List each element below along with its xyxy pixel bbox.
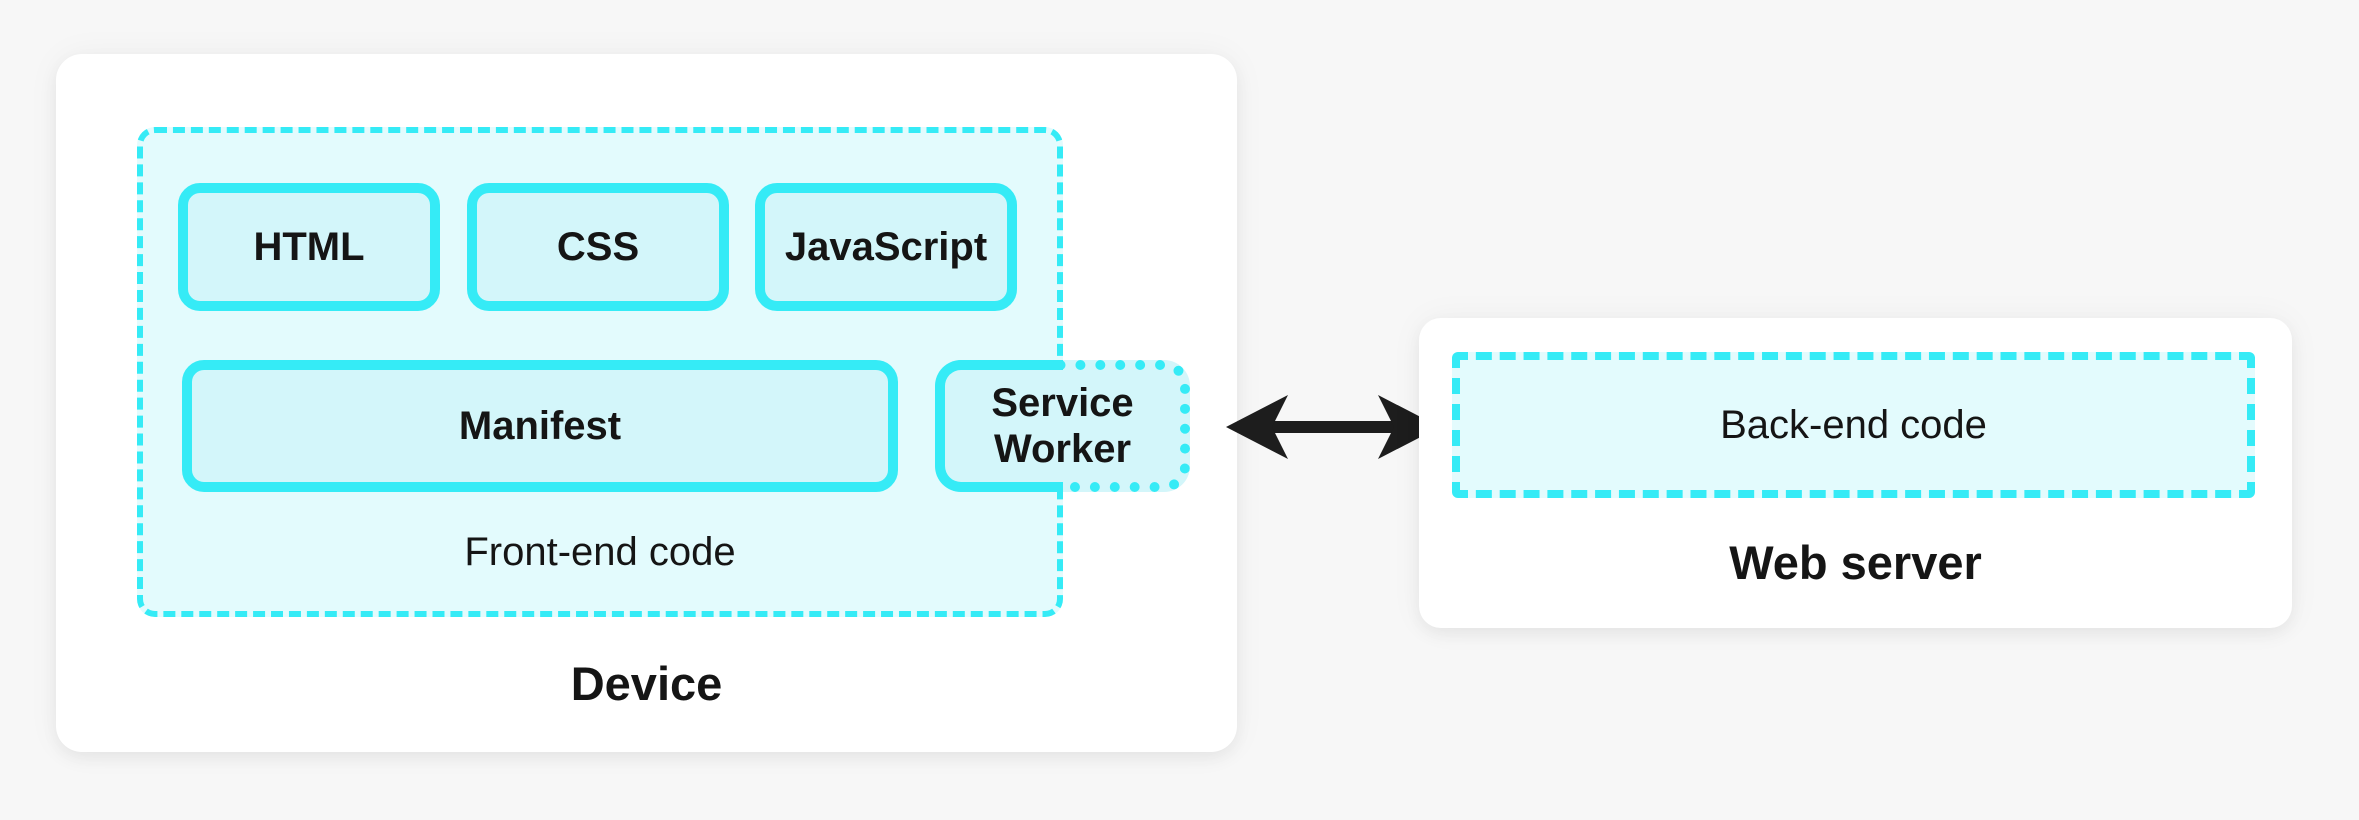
manifest-box: Manifest: [182, 360, 898, 492]
web-server-panel: Back-end code Web server: [1419, 318, 2292, 628]
html-box-label: HTML: [253, 225, 365, 269]
manifest-box-label: Manifest: [458, 404, 622, 448]
css-box: CSS: [467, 183, 729, 311]
html-box: HTML: [178, 183, 440, 311]
javascript-box-label: JavaScript: [784, 225, 988, 269]
web-server-title: Web server: [1729, 536, 1982, 589]
device-panel: HTML CSS JavaScript Manifest Front-end c…: [56, 54, 1237, 752]
backend-code-label: Back-end code: [1720, 403, 1987, 447]
service-worker-box: Service Worker: [935, 360, 1190, 492]
device-title: Device: [570, 657, 723, 710]
frontend-code-container: HTML CSS JavaScript Manifest Front-end c…: [137, 127, 1063, 617]
javascript-box: JavaScript: [755, 183, 1017, 311]
bidirectional-arrow-icon: [1226, 395, 1440, 459]
backend-code-container: Back-end code: [1452, 352, 2255, 498]
service-worker-label: Service Worker: [991, 381, 1134, 471]
css-box-label: CSS: [556, 225, 640, 269]
frontend-code-label: Front-end code: [464, 530, 736, 574]
